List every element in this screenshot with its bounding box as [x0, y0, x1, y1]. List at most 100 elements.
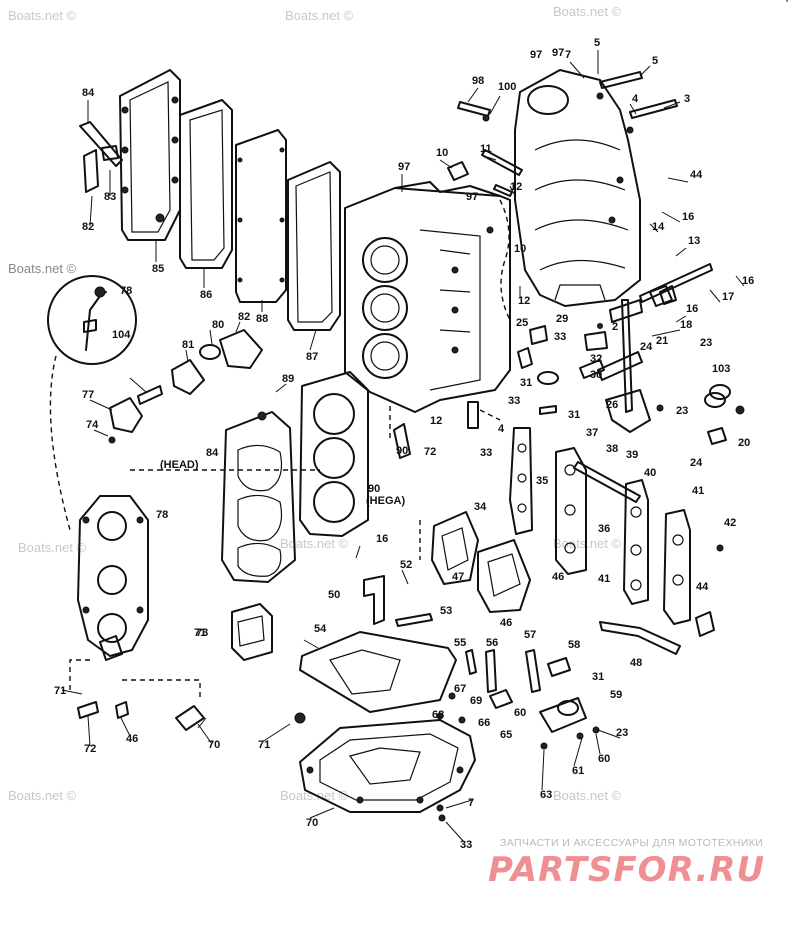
callout: 98 — [472, 75, 484, 87]
nut-68 — [294, 712, 306, 724]
callout: 33 — [460, 839, 472, 851]
alignment-line — [499, 199, 511, 321]
callout: 40 — [644, 467, 656, 479]
callout: 47 — [452, 571, 464, 583]
callout: 82 — [82, 221, 94, 233]
bracket-34 — [509, 427, 533, 535]
bracket-41 — [623, 479, 649, 605]
cylinder-head-82 — [221, 411, 296, 583]
thermostat-80 — [171, 359, 205, 395]
callout: (HEAD) — [160, 459, 199, 471]
callout: 26 — [606, 399, 618, 411]
watermark: Boats.net © — [553, 536, 622, 551]
callout: 41 — [692, 485, 704, 497]
spring-104 — [137, 385, 163, 405]
callout: 16 — [376, 533, 388, 545]
callout: 29 — [556, 313, 568, 325]
callout: 17 — [722, 291, 734, 303]
watermark: Boats.net © — [8, 8, 77, 23]
bolt-72 — [77, 701, 99, 719]
plate-86 — [83, 149, 99, 193]
bracket-42 — [663, 509, 691, 625]
callout: 7 — [565, 49, 571, 61]
callout: 71 — [54, 685, 66, 697]
callout: 87 — [306, 351, 318, 363]
callout: 14 — [652, 221, 665, 233]
callout: 23 — [700, 337, 712, 349]
callout: 66 — [478, 717, 490, 729]
callout: 78 — [120, 285, 132, 297]
callout: 33 — [480, 447, 492, 459]
dashed-leader-block — [389, 406, 501, 560]
callout: 24 — [640, 341, 653, 353]
callout: 61 — [572, 765, 584, 777]
spark-plug-70 — [175, 705, 205, 731]
callout: 104 — [112, 329, 131, 341]
module-69 — [231, 603, 273, 661]
thermostat-cover-81 — [219, 329, 263, 369]
callout: 13 — [688, 235, 700, 247]
callout: 81 — [182, 339, 194, 351]
callout: 60 — [514, 707, 526, 719]
callout: 32 — [590, 353, 602, 365]
plate-47 — [477, 539, 531, 613]
callout: 73 — [196, 627, 208, 639]
callout: 78 — [156, 509, 168, 521]
callout: 44 — [696, 581, 709, 593]
watermark: Boats.net © — [553, 788, 622, 803]
callout: 84 — [206, 447, 219, 459]
callout: 84 — [82, 87, 95, 99]
inset-detail — [47, 275, 137, 365]
callout: 89 — [282, 373, 294, 385]
dashed-leader-cover — [69, 659, 201, 700]
callout: 85 — [152, 263, 164, 275]
callout: 24 — [690, 457, 703, 469]
bracket-50 — [363, 575, 385, 625]
callout: 58 — [568, 639, 580, 651]
callout: 16 — [686, 303, 698, 315]
callout: 21 — [656, 335, 668, 347]
callout: 56 — [486, 637, 498, 649]
bolt-87-88 — [79, 121, 123, 167]
callout: 23 — [676, 405, 688, 417]
bracket-36 — [555, 447, 587, 575]
hose-45 — [599, 621, 681, 655]
callout: 18 — [680, 319, 692, 331]
watermark: Boats.net © — [553, 4, 622, 19]
callout: 68 — [432, 709, 444, 721]
callout: 30 — [590, 369, 602, 381]
rods-37-40 — [573, 461, 641, 503]
callout: 70 — [306, 817, 318, 829]
spacer-12 — [467, 401, 479, 429]
callout: 7 — [468, 797, 474, 809]
callout: 97 — [466, 191, 478, 203]
watermarks: Boats.net © Boats.net © Boats.net © Boat… — [8, 4, 622, 803]
housing-71 — [99, 635, 123, 661]
bolt-100 — [457, 101, 491, 117]
callout: 44 — [690, 169, 703, 181]
pin-85 — [393, 423, 411, 459]
callout: 97 — [530, 49, 542, 61]
gasket-91 — [235, 129, 287, 303]
callout: 12 — [518, 295, 530, 307]
callout: 69 — [470, 695, 482, 707]
callout: 54 — [314, 623, 327, 635]
callout: 90 — [368, 483, 380, 495]
callout: 16 — [742, 275, 754, 287]
callout: 48 — [630, 657, 642, 669]
callout: 46 — [126, 733, 138, 745]
small-linkage-26-32 — [517, 323, 608, 415]
gasket-90-upper — [179, 99, 233, 269]
spring-18-20-102 — [649, 285, 745, 445]
gasket-79 — [199, 344, 221, 360]
crankcase-97-right — [514, 69, 641, 307]
callout: 97 — [552, 47, 564, 59]
callout: 33 — [508, 395, 520, 407]
callout: 25 — [516, 317, 528, 329]
callout: 36 — [598, 523, 610, 535]
callout: (HEGA) — [366, 495, 405, 507]
watermark: Boats.net © — [285, 8, 354, 23]
callout: 41 — [598, 573, 610, 585]
callout: 2 — [612, 321, 618, 333]
